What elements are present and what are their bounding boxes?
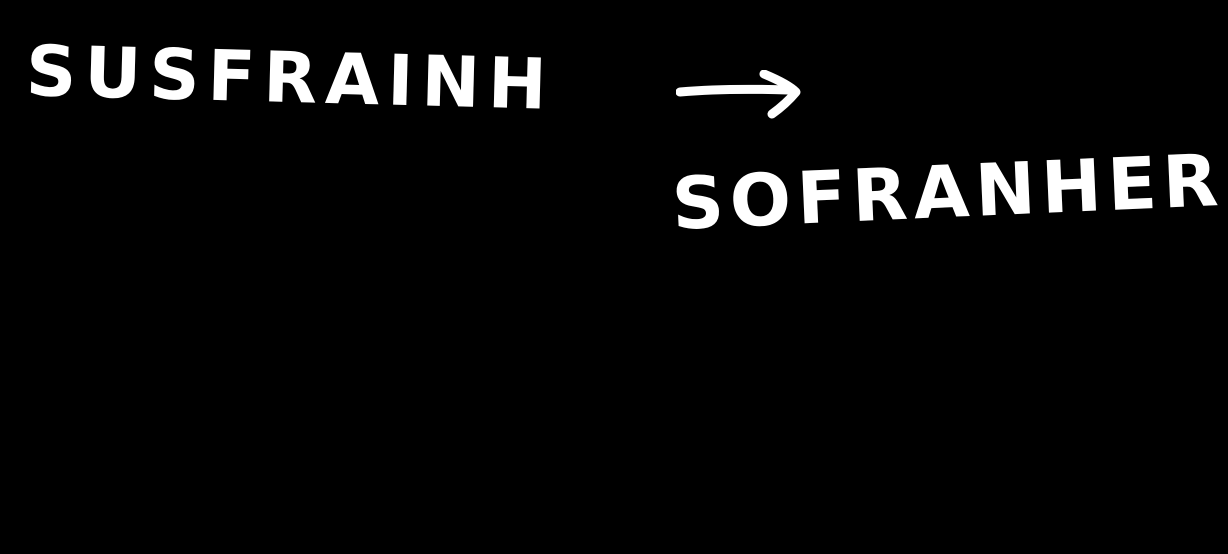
right-arrow-icon [676, 70, 801, 119]
handwritten-word-2: SOFRANHER [670, 137, 1226, 246]
handwritten-word-1: SUSFRAINH [24, 30, 556, 126]
